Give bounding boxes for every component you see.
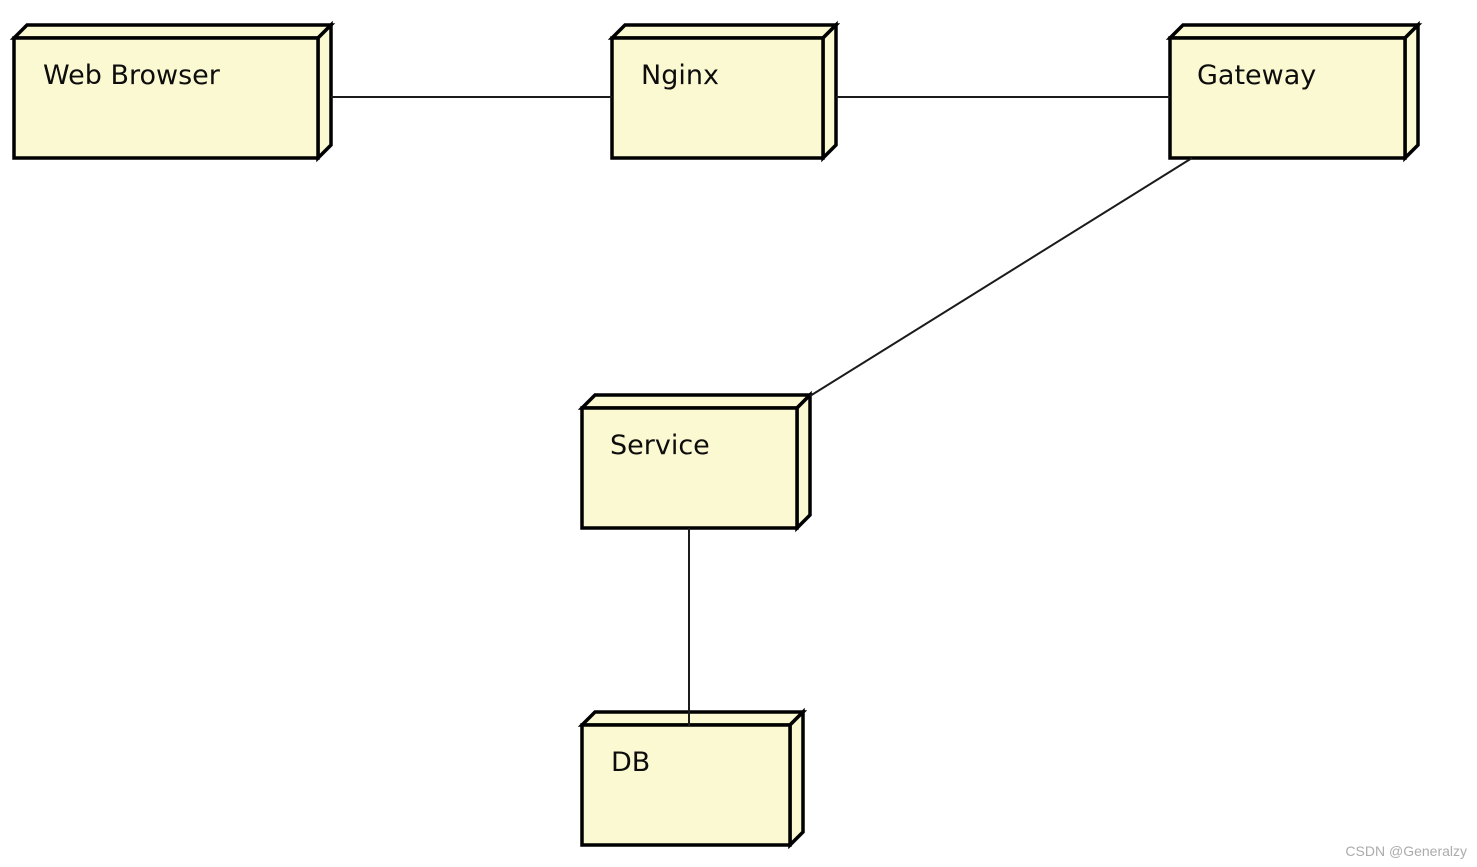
watermark-text: CSDN @Generalzy xyxy=(1345,843,1467,859)
node-gateway: Gateway xyxy=(1165,20,1423,163)
node-top-face xyxy=(607,23,841,40)
node-side-face xyxy=(795,390,812,533)
node-side-face xyxy=(788,707,805,850)
node-label-service: Service xyxy=(610,430,710,461)
node-label-web-browser: Web Browser xyxy=(43,60,221,91)
node-top-face xyxy=(1165,23,1423,40)
node-service: Service xyxy=(577,390,815,533)
node-web-browser: Web Browser xyxy=(9,20,336,163)
node-label-gateway: Gateway xyxy=(1197,60,1316,91)
node-front-face xyxy=(610,36,825,160)
node-front-face xyxy=(580,406,799,530)
node-side-face xyxy=(1403,20,1420,163)
edge-gateway-service xyxy=(809,157,1193,397)
node-db: DB xyxy=(577,707,808,850)
node-label-nginx: Nginx xyxy=(641,60,719,91)
node-top-face xyxy=(577,710,808,727)
node-top-face xyxy=(9,23,336,40)
node-front-face xyxy=(12,36,320,160)
node-label-db: DB xyxy=(611,747,650,778)
node-nginx: Nginx xyxy=(607,20,841,163)
node-side-face xyxy=(316,20,333,163)
node-front-face xyxy=(1168,36,1407,160)
node-side-face xyxy=(821,20,838,163)
node-top-face xyxy=(577,393,815,410)
node-front-face xyxy=(580,723,792,847)
